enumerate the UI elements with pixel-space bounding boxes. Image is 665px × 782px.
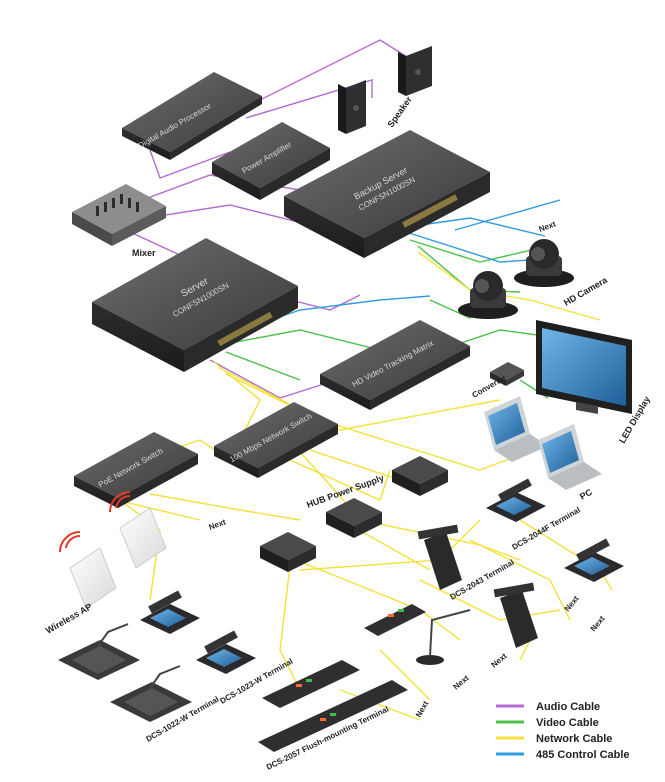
next-label-1: Next	[538, 219, 558, 234]
hub-power-supply-1	[392, 456, 448, 496]
dcs-1023w-terminal-1	[140, 590, 200, 634]
legend-audio-label: Audio Cable	[536, 701, 600, 713]
converter: Converter	[471, 362, 524, 400]
wireless-ap-2	[109, 491, 167, 569]
gooseneck-microphone	[416, 609, 471, 665]
next-label-3: Next	[563, 594, 581, 613]
speaker-right	[398, 46, 432, 96]
dcs-2057-terminal-1	[262, 660, 360, 708]
speaker-left	[338, 80, 366, 134]
poe-network-switch: PoE Network Switch	[74, 432, 198, 508]
legend-network: Network Cable	[496, 733, 612, 745]
video-tracking-matrix: HD Video Tracking Matrix	[320, 320, 470, 410]
hub-power-supply-3	[260, 532, 316, 572]
next-label-6: Next	[452, 673, 471, 691]
speaker-label: Speaker	[385, 94, 414, 129]
network-switch: 100 Mbps Network Switch	[214, 402, 338, 478]
dcs-1023w-terminal-2	[196, 630, 256, 674]
power-amplifier: Power Amplifier	[212, 122, 330, 200]
legend-video-label: Video Cable	[536, 717, 599, 729]
wireless-ap-1	[59, 531, 117, 609]
legend-control: 485 Control Cable	[496, 749, 630, 761]
hub-power-supply-2	[326, 498, 382, 538]
dcs-2057-terminal-2	[258, 680, 408, 752]
dcs-2044f-terminal-2	[564, 538, 624, 582]
next-label-2: Next	[208, 517, 228, 532]
pc-label: PC	[578, 487, 594, 502]
converter-label: Converter	[471, 373, 508, 400]
wireless-ap-label: Wireless AP	[44, 601, 94, 635]
next-label-5: Next	[490, 651, 509, 669]
hd-camera-1	[458, 271, 518, 319]
led-display: LED Display	[536, 320, 652, 445]
legend-audio: Audio Cable	[496, 701, 600, 713]
dcs-2043-terminal-2	[493, 582, 538, 648]
next-label-4: Next	[589, 614, 607, 633]
backup-server: Backup Server CONFSN1000SN	[284, 130, 490, 258]
legend-video: Video Cable	[496, 717, 599, 729]
mixer: Mixer	[72, 184, 166, 258]
server: Server CONFSN1000SN	[92, 238, 298, 372]
legend-network-label: Network Cable	[536, 733, 612, 745]
hd-camera-2	[514, 239, 574, 287]
pc-2: PC	[538, 424, 602, 502]
pc-1	[484, 396, 548, 462]
dcs-1022w-terminal-1	[58, 623, 140, 680]
dcs-1022w-terminal-2	[110, 665, 192, 722]
dcs-2057-terminal-small	[364, 604, 426, 636]
legend: Audio Cable Video Cable Network Cable 48…	[496, 701, 630, 761]
dcs-2044f-terminal-1	[486, 478, 546, 522]
dcs-2043-terminal-1	[417, 524, 462, 590]
legend-control-label: 485 Control Cable	[536, 749, 630, 761]
mixer-label: Mixer	[132, 248, 156, 258]
next-label-7: Next	[414, 699, 431, 719]
